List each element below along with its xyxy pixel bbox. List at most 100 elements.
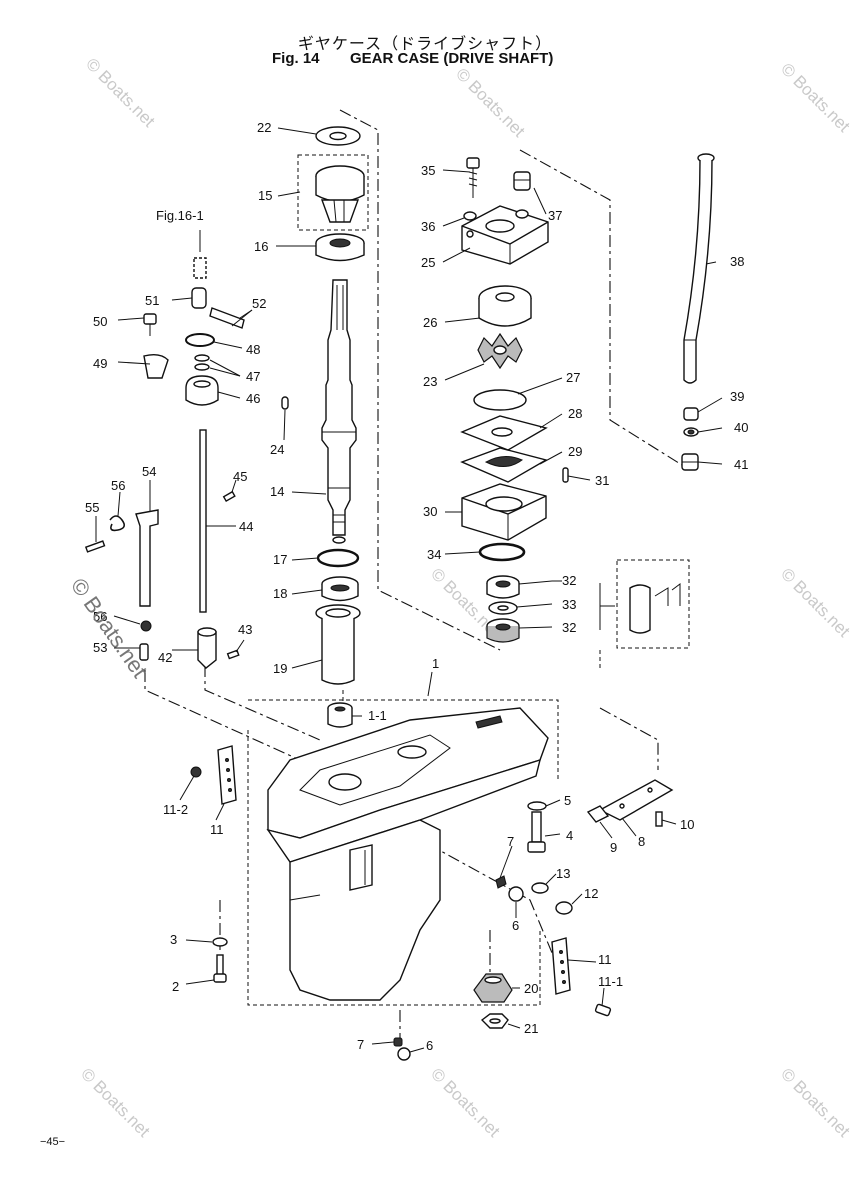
pin-53 — [139, 643, 149, 661]
washer-7-bottom — [393, 1037, 403, 1047]
callout-33: 33 — [562, 597, 576, 612]
pin-43 — [226, 649, 240, 660]
pump-insert-26 — [478, 285, 532, 327]
callout-10: 10 — [680, 817, 694, 832]
grommet-37 — [513, 171, 531, 191]
callout-8: 8 — [638, 834, 645, 849]
callout-41: 41 — [734, 457, 748, 472]
callout-30: 30 — [423, 504, 437, 519]
fig-16-1-reference-arrow — [193, 230, 207, 279]
callout-56: 56 — [111, 478, 125, 493]
callout-20: 20 — [524, 981, 538, 996]
callout-55: 55 — [85, 500, 99, 515]
spacer-33 — [488, 601, 518, 615]
callout-43: 43 — [238, 622, 252, 637]
dust-seal-15 — [297, 154, 369, 231]
callout-7: 7 — [507, 834, 514, 849]
callout-24: 24 — [270, 442, 284, 457]
trim-tab-8 — [598, 779, 674, 821]
o-ring-17 — [316, 548, 360, 568]
callout-34: 34 — [427, 547, 441, 562]
callout-9: 9 — [610, 840, 617, 855]
pinion-gear-20 — [473, 973, 513, 1003]
callout-11: 11 — [210, 822, 224, 837]
shift-cam-43 — [197, 627, 217, 669]
clip-9 — [586, 805, 610, 823]
callout-50: 50 — [93, 314, 107, 329]
callout-29: 29 — [568, 444, 582, 459]
plug-6-bottom — [397, 1047, 411, 1061]
washer-40 — [683, 427, 699, 437]
bearing-16 — [315, 233, 365, 262]
callout-6: 6 — [426, 1038, 433, 1053]
callout-25: 25 — [421, 255, 435, 270]
pin-55 — [84, 540, 106, 553]
callout-11-1: 11-1 — [598, 974, 623, 989]
callout-39: 39 — [730, 389, 744, 404]
o-ring-34 — [478, 542, 526, 562]
washer-36 — [463, 211, 477, 221]
sleeve-19 — [315, 604, 361, 685]
callout-1: 1 — [432, 656, 439, 671]
watermark: © Boats.net — [427, 1064, 504, 1141]
screw-12 — [555, 901, 573, 915]
callout-32: 32 — [562, 573, 576, 588]
washer-3 — [212, 937, 228, 947]
callout-16: 16 — [254, 239, 268, 254]
pump-housing-30 — [461, 483, 547, 541]
seal-install-box — [599, 559, 690, 649]
watermark: © Boats.net — [777, 59, 850, 136]
bolt-11-2 — [190, 766, 202, 778]
bolt-35 — [466, 157, 480, 198]
screw-10 — [655, 811, 663, 827]
callout-27: 27 — [566, 370, 580, 385]
grommet-41 — [681, 453, 699, 471]
callout-28: 28 — [568, 406, 582, 421]
watermark: © Boats.net — [82, 54, 159, 131]
water-tube-38 — [683, 153, 715, 384]
callout-13: 13 — [556, 866, 570, 881]
plug-6-right — [508, 886, 524, 902]
callout-7: 7 — [357, 1037, 364, 1052]
bracket-49 — [143, 353, 169, 379]
oil-seal-18 — [321, 576, 359, 602]
callout-19: 19 — [273, 661, 287, 676]
washer-7-right — [495, 875, 507, 889]
oil-seal-32-bottom — [486, 618, 520, 643]
gear-case-1 — [266, 707, 549, 1001]
gasket-27 — [473, 389, 527, 411]
pin-24 — [281, 396, 289, 410]
leader-lines — [95, 127, 723, 1053]
impeller-23 — [477, 332, 523, 370]
callout-2: 2 — [172, 979, 179, 994]
callout-17: 17 — [273, 552, 287, 567]
callout-labels: 22 15 16 35 36 37 25 38 26 23 27 28 29 3… — [85, 120, 748, 1053]
shift-rod-44 — [199, 429, 207, 613]
pin-52 — [209, 307, 245, 329]
callout-26: 26 — [423, 315, 437, 330]
shift-lever-54 — [135, 509, 159, 607]
bolt-11-1 — [594, 1003, 612, 1017]
anode-11-left — [217, 745, 237, 805]
bolt-4 — [527, 811, 546, 853]
pin-45 — [222, 490, 236, 503]
gasket-28 — [460, 415, 548, 451]
callout-4: 4 — [566, 828, 573, 843]
washer-5 — [527, 801, 547, 811]
callout-40: 40 — [734, 420, 748, 435]
callout-32: 32 — [562, 620, 576, 635]
o-ring-48 — [185, 333, 215, 347]
callout-12: 12 — [584, 886, 598, 901]
callout-54: 54 — [142, 464, 156, 479]
callout-52: 52 — [252, 296, 266, 311]
fig-16-1-reference: Fig.16-1 — [156, 208, 204, 223]
anode-11-right — [551, 937, 571, 995]
watermark: © Boats.net — [77, 1064, 154, 1141]
callout-21: 21 — [524, 1021, 538, 1036]
callout-11-2: 11-2 — [163, 802, 188, 817]
callout-31: 31 — [595, 473, 609, 488]
callout-5: 5 — [564, 793, 571, 808]
bolt-50 — [143, 313, 157, 336]
callout-38: 38 — [730, 254, 744, 269]
